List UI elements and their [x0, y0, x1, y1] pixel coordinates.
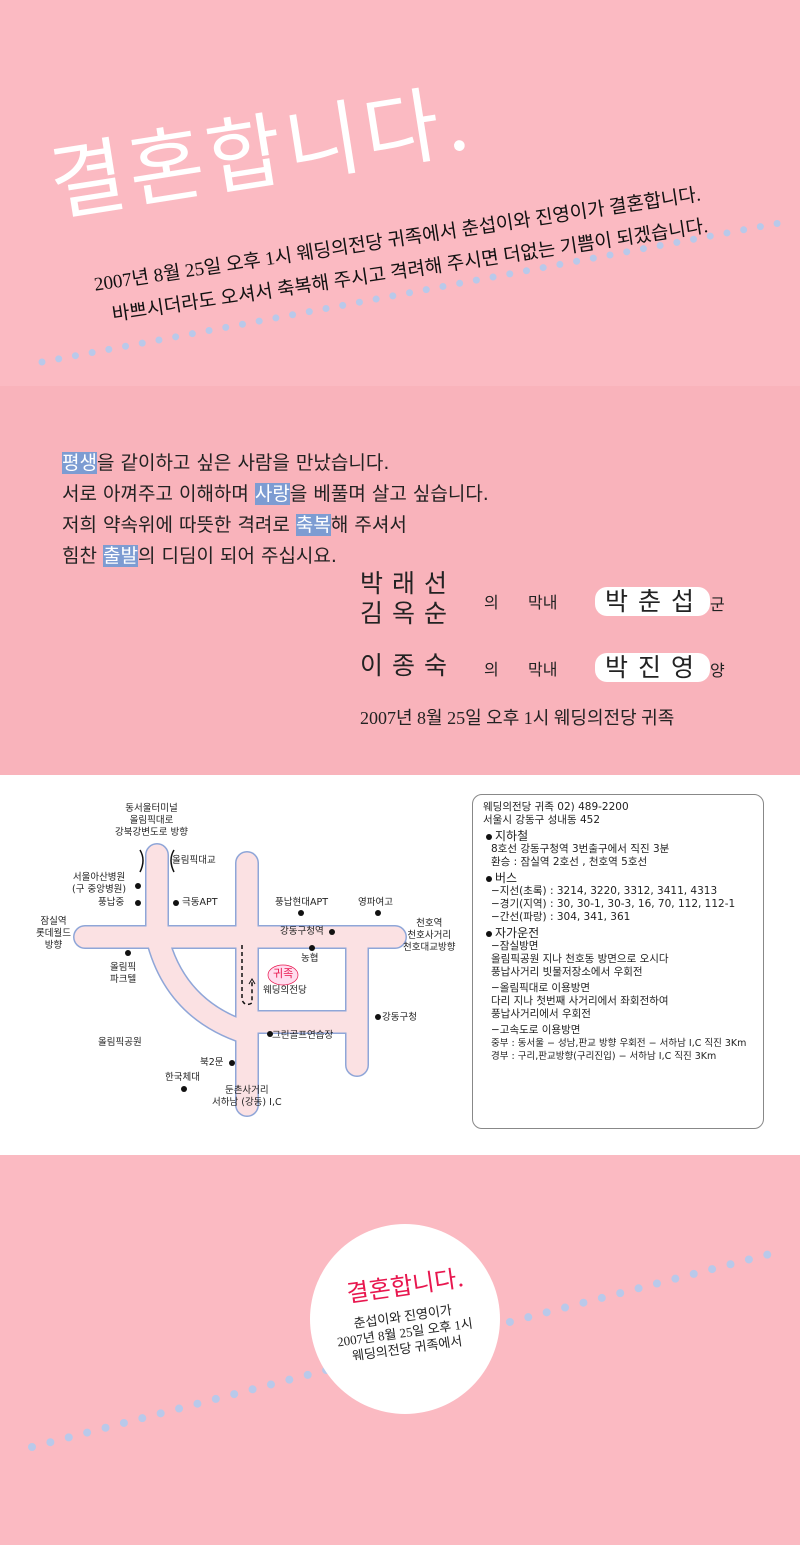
car-heading: 자가운전	[495, 926, 540, 940]
text: 서로 아껴주고 이해하며	[62, 483, 255, 505]
map-label-golf: 그린골프연습장	[272, 1030, 334, 1041]
text: 을 같이하고 싶은 사람을 만났습니다.	[96, 452, 390, 474]
text: 풍납사거리에서 우회전	[491, 1008, 591, 1020]
text: 의	[484, 660, 499, 679]
text: −간선(파랑) : 304, 341, 361	[491, 911, 631, 923]
marker-dot	[375, 910, 381, 916]
venue-name-phone: 웨딩의전당 귀족 02) 489-2200	[483, 801, 629, 813]
text: 군	[710, 595, 725, 614]
text: 경부 : 구리,판교방향(구리진입) − 서하남 I,C 직진 3Km	[491, 1051, 717, 1062]
road-map	[73, 843, 407, 1117]
marker-dot	[135, 900, 141, 906]
map-label-apt1: 극동APT	[182, 897, 218, 908]
event-date: 2007년 8월 25일 오후 1시 웨딩의전당 귀족	[360, 708, 675, 728]
marker-dot	[375, 1014, 381, 1020]
marker-dot	[309, 945, 315, 951]
highlight: 출발	[103, 545, 138, 567]
marker-dot	[135, 883, 141, 889]
bullet-icon	[486, 833, 492, 840]
venue-address: 서울시 강동구 성내동 452	[483, 814, 600, 826]
map-label-jamsil: 잠실역 롯데월드 방향	[36, 916, 71, 951]
text: 을 베풀며 살고 싶습니다.	[289, 483, 489, 505]
directions-box: 웨딩의전당 귀족 02) 489-2200 서울시 강동구 성내동 452 지하…	[472, 794, 764, 1129]
text: 힘찬	[62, 545, 103, 567]
text: −잠실방면	[491, 940, 539, 952]
map-label-terminal: 동서울터미널 올림픽대로 강북강변도로 방향	[115, 803, 188, 838]
text: 환승 : 잠실역 2호선 , 천호역 5호선	[491, 856, 648, 868]
invitation-message: 평생을 같이하고 싶은 사람을 만났습니다. 서로 아껴주고 이해하며 사랑을 …	[62, 448, 489, 572]
text: 양	[710, 661, 725, 680]
text: 중부 : 동서울 − 성남,판교 방향 우회전 − 서하남 I,C 직진 3Km	[491, 1038, 747, 1049]
text: 해 주셔서	[330, 514, 407, 536]
map-label-nh: 농협	[301, 953, 319, 964]
map-section: 동서울터미널 올림픽대로 강북강변도로 방향 올림픽대교 서울아산병원 (구 중…	[0, 775, 800, 1155]
map-label-ic: 둔촌사거리 서하남 (강동) I,C	[212, 1085, 282, 1108]
venue-logo: 귀족	[273, 967, 294, 980]
groom-mother: 김옥순	[360, 599, 457, 628]
map-label-bridge: 올림픽대교	[172, 855, 216, 866]
map-label-cheonho: 천호역 천호사거리 천호대교방향	[403, 918, 456, 953]
text: 풍납사거리 빗물저장소에서 우회전	[491, 966, 643, 978]
marker-dot	[267, 1031, 273, 1037]
text: 8호선 강동구청역 3번출구에서 직진 3분	[491, 843, 670, 855]
summary-circle: 결혼합니다. 춘섭이와 진영이가 2007년 8월 25일 오후 1시 웨딩의전…	[310, 1224, 500, 1414]
bullet-icon	[486, 875, 492, 882]
bus-heading: 버스	[495, 871, 518, 885]
map-label-univ: 한국체대	[165, 1072, 200, 1083]
text: −지선(초록) : 3214, 3220, 3312, 3411, 4313	[491, 885, 718, 897]
text: 막내	[528, 660, 558, 679]
text: 저희 약속위에 따뜻한 격려로	[62, 514, 296, 536]
groom-name: 박춘섭	[595, 587, 711, 616]
text: 올림픽공원 지나 천호동 방면으로 오시다	[491, 953, 669, 965]
text: 의 디딤이 되어 주십시요.	[137, 545, 337, 567]
bullet-icon	[486, 930, 492, 937]
text: 막내	[528, 593, 558, 612]
marker-dot	[173, 900, 179, 906]
marker-dot	[329, 929, 335, 935]
header-section: 결혼합니다. 2007년 8월 25일 오후 1시 웨딩의전당 귀족에서 춘섭이…	[0, 0, 800, 386]
groom-father: 박래선	[360, 569, 457, 598]
dotted-line	[28, 1246, 789, 1451]
map-label-apt2: 풍납현대APT	[275, 897, 328, 908]
map-label-school: 풍납중	[98, 897, 125, 908]
footer-section: 결혼합니다. 춘섭이와 진영이가 2007년 8월 25일 오후 1시 웨딩의전…	[0, 1155, 800, 1545]
map-label-hospital: 서울아산병원 (구 중앙병원)	[72, 872, 127, 895]
map-label-girls-school: 영파여고	[358, 897, 393, 908]
map-label-office: 강동구청	[382, 1012, 417, 1023]
dotted-line	[38, 218, 789, 366]
marker-dot	[125, 950, 131, 956]
map-label-station: 강동구청역	[280, 926, 324, 937]
map-label-parktel: 올림픽 파크텔	[110, 962, 137, 985]
marker-dot	[298, 910, 304, 916]
text: −고속도로 이용방면	[491, 1024, 581, 1036]
subway-heading: 지하철	[495, 829, 529, 843]
bride-mother: 이종숙	[360, 651, 457, 680]
map-label-gate: 북2문	[200, 1057, 224, 1068]
text: −경기(지역) : 30, 30-1, 30-3, 16, 70, 112, 1…	[491, 898, 736, 910]
marker-dot	[181, 1086, 187, 1092]
map-label-venue: 웨딩의전당	[263, 985, 307, 996]
highlight: 사랑	[254, 483, 290, 505]
marker-dot	[229, 1060, 235, 1066]
text: 의	[484, 593, 499, 612]
highlight: 축복	[295, 514, 331, 536]
message-section: 평생을 같이하고 싶은 사람을 만났습니다. 서로 아껴주고 이해하며 사랑을 …	[0, 386, 800, 775]
text: −올림픽대로 이용방면	[491, 982, 591, 994]
bride-name: 박진영	[595, 653, 711, 682]
highlight: 평생	[62, 452, 97, 474]
map-label-park: 올림픽공원	[98, 1037, 142, 1048]
text: 다리 지나 첫번째 사거리에서 좌회전하여	[491, 995, 669, 1007]
